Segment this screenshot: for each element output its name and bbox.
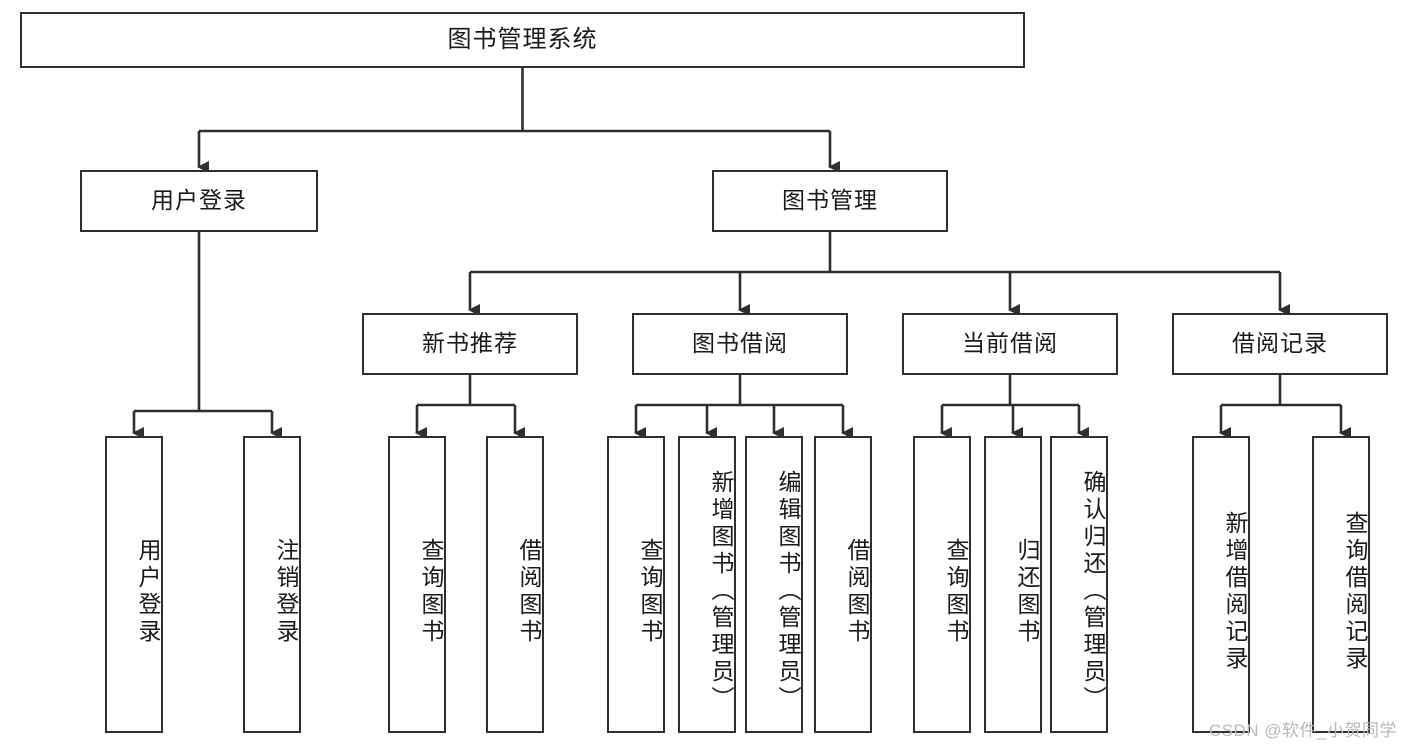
node-label: 图书管理系统 bbox=[447, 25, 598, 53]
node-label: 新书推荐 bbox=[422, 330, 518, 357]
node-label: 借阅图书 bbox=[516, 537, 542, 646]
node-label: 当前借阅 bbox=[962, 330, 1058, 357]
node-leaf-8[interactable]: 查询图书 bbox=[913, 436, 971, 733]
node-label: 查询图书 bbox=[418, 537, 444, 646]
node-leaf-9[interactable]: 归还图书 bbox=[984, 436, 1042, 733]
node-l3-3[interactable]: 借阅记录 bbox=[1172, 313, 1388, 375]
node-label: 新增借阅记录 bbox=[1222, 510, 1248, 673]
node-l2-1[interactable]: 图书管理 bbox=[712, 170, 948, 232]
node-label: 确认归还（管理员） bbox=[1080, 470, 1106, 713]
node-label: 借阅图书 bbox=[844, 537, 870, 646]
node-leaf-6[interactable]: 编辑图书（管理员） bbox=[745, 436, 803, 733]
node-leaf-10[interactable]: 确认归还（管理员） bbox=[1050, 436, 1108, 733]
node-leaf-11[interactable]: 新增借阅记录 bbox=[1192, 436, 1250, 733]
node-l3-2[interactable]: 当前借阅 bbox=[902, 313, 1118, 375]
node-label: 用户登录 bbox=[151, 187, 247, 214]
node-label: 图书借阅 bbox=[692, 330, 788, 357]
node-leaf-3[interactable]: 借阅图书 bbox=[486, 436, 544, 733]
node-leaf-0[interactable]: 用户登录 bbox=[105, 436, 163, 733]
node-leaf-2[interactable]: 查询图书 bbox=[388, 436, 446, 733]
node-l2-0[interactable]: 用户登录 bbox=[80, 170, 318, 232]
node-root-图书管理系统[interactable]: 图书管理系统 bbox=[20, 12, 1025, 68]
node-label: 编辑图书（管理员） bbox=[775, 470, 801, 713]
node-label: 查询图书 bbox=[943, 537, 969, 646]
node-label: 查询图书 bbox=[637, 537, 663, 646]
node-label: 归还图书 bbox=[1014, 537, 1040, 646]
node-leaf-4[interactable]: 查询图书 bbox=[607, 436, 665, 733]
node-label: 图书管理 bbox=[782, 187, 878, 214]
node-leaf-1[interactable]: 注销登录 bbox=[243, 436, 301, 733]
node-label: 注销登录 bbox=[273, 537, 299, 646]
node-leaf-7[interactable]: 借阅图书 bbox=[814, 436, 872, 733]
node-label: 借阅记录 bbox=[1232, 330, 1328, 357]
node-label: 查询借阅记录 bbox=[1342, 510, 1368, 673]
node-l3-1[interactable]: 图书借阅 bbox=[632, 313, 848, 375]
csdn-watermark: CSDN @软件_小贺同学 bbox=[1208, 721, 1397, 740]
node-leaf-12[interactable]: 查询借阅记录 bbox=[1312, 436, 1370, 733]
node-leaf-5[interactable]: 新增图书（管理员） bbox=[678, 436, 736, 733]
node-l3-0[interactable]: 新书推荐 bbox=[362, 313, 578, 375]
node-label: 用户登录 bbox=[135, 537, 161, 646]
node-label: 新增图书（管理员） bbox=[708, 470, 734, 713]
